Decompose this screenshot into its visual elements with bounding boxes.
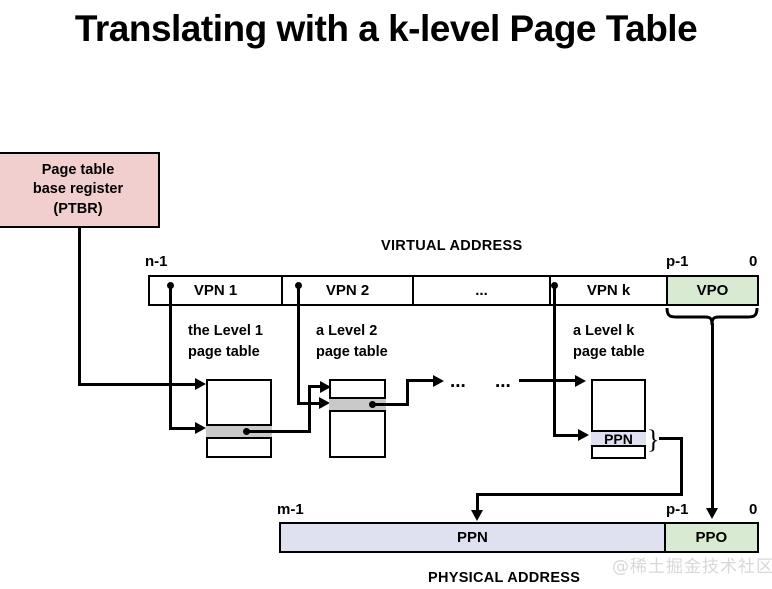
pt1-to-pt2-vertical bbox=[308, 385, 311, 433]
page-table-1-caption: the Level 1 page table bbox=[188, 321, 263, 363]
vpn1-entry-arrowhead bbox=[195, 422, 206, 434]
va-bit-label-n-1: n-1 bbox=[145, 253, 168, 270]
ptbr-connector-horizontal bbox=[78, 383, 197, 386]
ptbr-box: Page table base register (PTBR) bbox=[0, 152, 160, 228]
vpnk-entry-arrowhead bbox=[578, 429, 589, 441]
virtual-address-bar: VPN 1 VPN 2 ... VPN k VPO bbox=[148, 275, 759, 306]
va-segment-vpn1: VPN 1 bbox=[193, 282, 238, 299]
va-segment-vpn2: VPN 2 bbox=[281, 277, 412, 304]
ptbr-connector-vertical bbox=[78, 228, 81, 386]
ptbr-line-2: base register bbox=[32, 181, 124, 198]
chain-to-ptk-arrowhead bbox=[575, 375, 586, 387]
page-table-k-caption: a Level k page table bbox=[573, 321, 645, 363]
chain-dots-right: ... bbox=[495, 371, 511, 392]
vpnk-entry-connector bbox=[553, 434, 580, 437]
page-table-2-caption-line1: a Level 2 bbox=[316, 323, 378, 339]
pa-bit-label-0: 0 bbox=[749, 501, 758, 518]
page-table-1-entry bbox=[206, 424, 272, 439]
chain-to-ptk-line bbox=[519, 379, 576, 382]
page-table-2-caption: a Level 2 page table bbox=[316, 321, 388, 363]
va-segment-vpnk: VPN k bbox=[549, 277, 666, 304]
ppn-route-vertical-2 bbox=[476, 493, 479, 513]
ptbr-connector-arrowhead bbox=[195, 378, 206, 390]
ppn-route-arrowhead bbox=[471, 510, 483, 521]
page-table-1-caption-line1: the Level 1 bbox=[188, 323, 263, 339]
va-segment-ellipsis: ... bbox=[412, 277, 549, 304]
vpnk-tick-line bbox=[553, 285, 556, 437]
pt2-to-chain-horizontal-2 bbox=[406, 379, 437, 382]
vpo-to-ppo-vertical bbox=[711, 323, 714, 511]
physical-address-bar: PPN PPO bbox=[279, 522, 759, 553]
vpn2-tick-line bbox=[297, 285, 300, 405]
ppn-route-horizontal-1 bbox=[659, 437, 683, 440]
pa-segment-ppo: PPO bbox=[663, 524, 757, 551]
page-table-2-caption-line2: page table bbox=[316, 344, 388, 361]
virtual-address-heading: VIRTUAL ADDRESS bbox=[381, 238, 523, 254]
chain-dots-left: ... bbox=[450, 371, 466, 392]
pt1-to-pt2-arrowhead bbox=[320, 381, 331, 393]
ptbr-line-3: (PTBR) bbox=[53, 200, 103, 217]
page-table-k-caption-line2: page table bbox=[573, 344, 645, 361]
pt2-to-chain-horizontal-1 bbox=[372, 403, 409, 406]
ptbr-line-1: Page table bbox=[41, 162, 115, 179]
page-table-2-box bbox=[329, 379, 386, 458]
vpn1-entry-connector bbox=[169, 427, 197, 430]
page-table-k-box bbox=[591, 379, 646, 459]
pa-bit-label-m-1: m-1 bbox=[277, 501, 304, 518]
page-table-k-caption-line1: a Level k bbox=[573, 323, 635, 339]
vpo-to-ppo-arrowhead bbox=[706, 508, 718, 519]
physical-address-heading: PHYSICAL ADDRESS bbox=[428, 570, 581, 586]
page-title: Translating with a k-level Page Table bbox=[74, 8, 698, 49]
va-bit-label-p-1: p-1 bbox=[666, 253, 689, 270]
va-bit-label-0: 0 bbox=[749, 253, 758, 270]
page-table-1-box bbox=[206, 379, 272, 458]
vpn2-entry-arrowhead bbox=[319, 397, 330, 409]
pt2-to-chain-arrowhead bbox=[433, 375, 444, 387]
watermark: @稀土掘金技术社区 bbox=[612, 557, 772, 577]
pt2-to-chain-vertical bbox=[406, 379, 409, 405]
pt1-to-pt2-horizontal-1 bbox=[246, 430, 311, 433]
page-table-1-caption-line2: page table bbox=[188, 344, 260, 361]
vpn1-tick-line bbox=[169, 285, 172, 430]
pt1-to-pt2-horizontal-2 bbox=[308, 385, 323, 388]
page-table-k-entry: PPN bbox=[591, 430, 646, 447]
page-table-2-entry bbox=[329, 397, 386, 412]
pa-segment-ppn: PPN bbox=[281, 524, 664, 551]
ppn-route-horizontal-2 bbox=[476, 493, 683, 496]
ppn-route-vertical-1 bbox=[680, 437, 683, 495]
va-segment-vpo: VPO bbox=[666, 277, 757, 304]
ppn-entry-brace: } bbox=[647, 425, 660, 454]
pa-bit-label-p-1: p-1 bbox=[666, 501, 689, 518]
